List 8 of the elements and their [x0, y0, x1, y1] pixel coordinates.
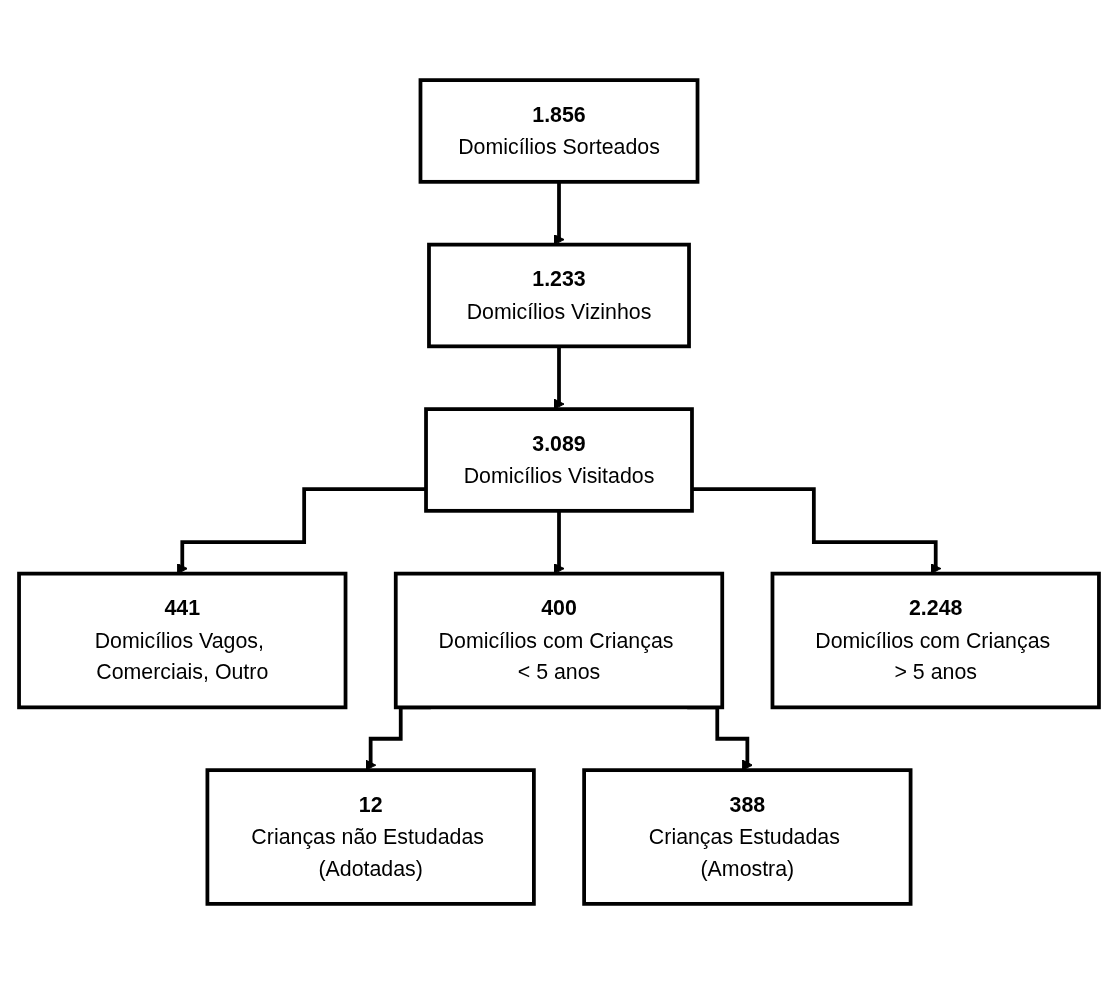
node-box: 2.248 Domicílios com Crianças > 5 anos — [770, 571, 1101, 710]
node-box: 400 Domicílios com Crianças < 5 anos — [393, 571, 725, 710]
node-box: 12 Crianças não Estudadas (Adotadas) — [205, 768, 536, 906]
node-box: 441 Domicílios Vagos, Comerciais, Outro — [17, 571, 348, 710]
node-box: 1.233 Domicílios Vizinhos — [427, 242, 691, 349]
node-box: 1.856 Domicílios Sorteados — [418, 78, 700, 184]
node-box: 3.089 Domicílios Visitados — [424, 407, 694, 513]
node-box: 388 Crianças Estudadas (Amostra) — [582, 768, 913, 906]
